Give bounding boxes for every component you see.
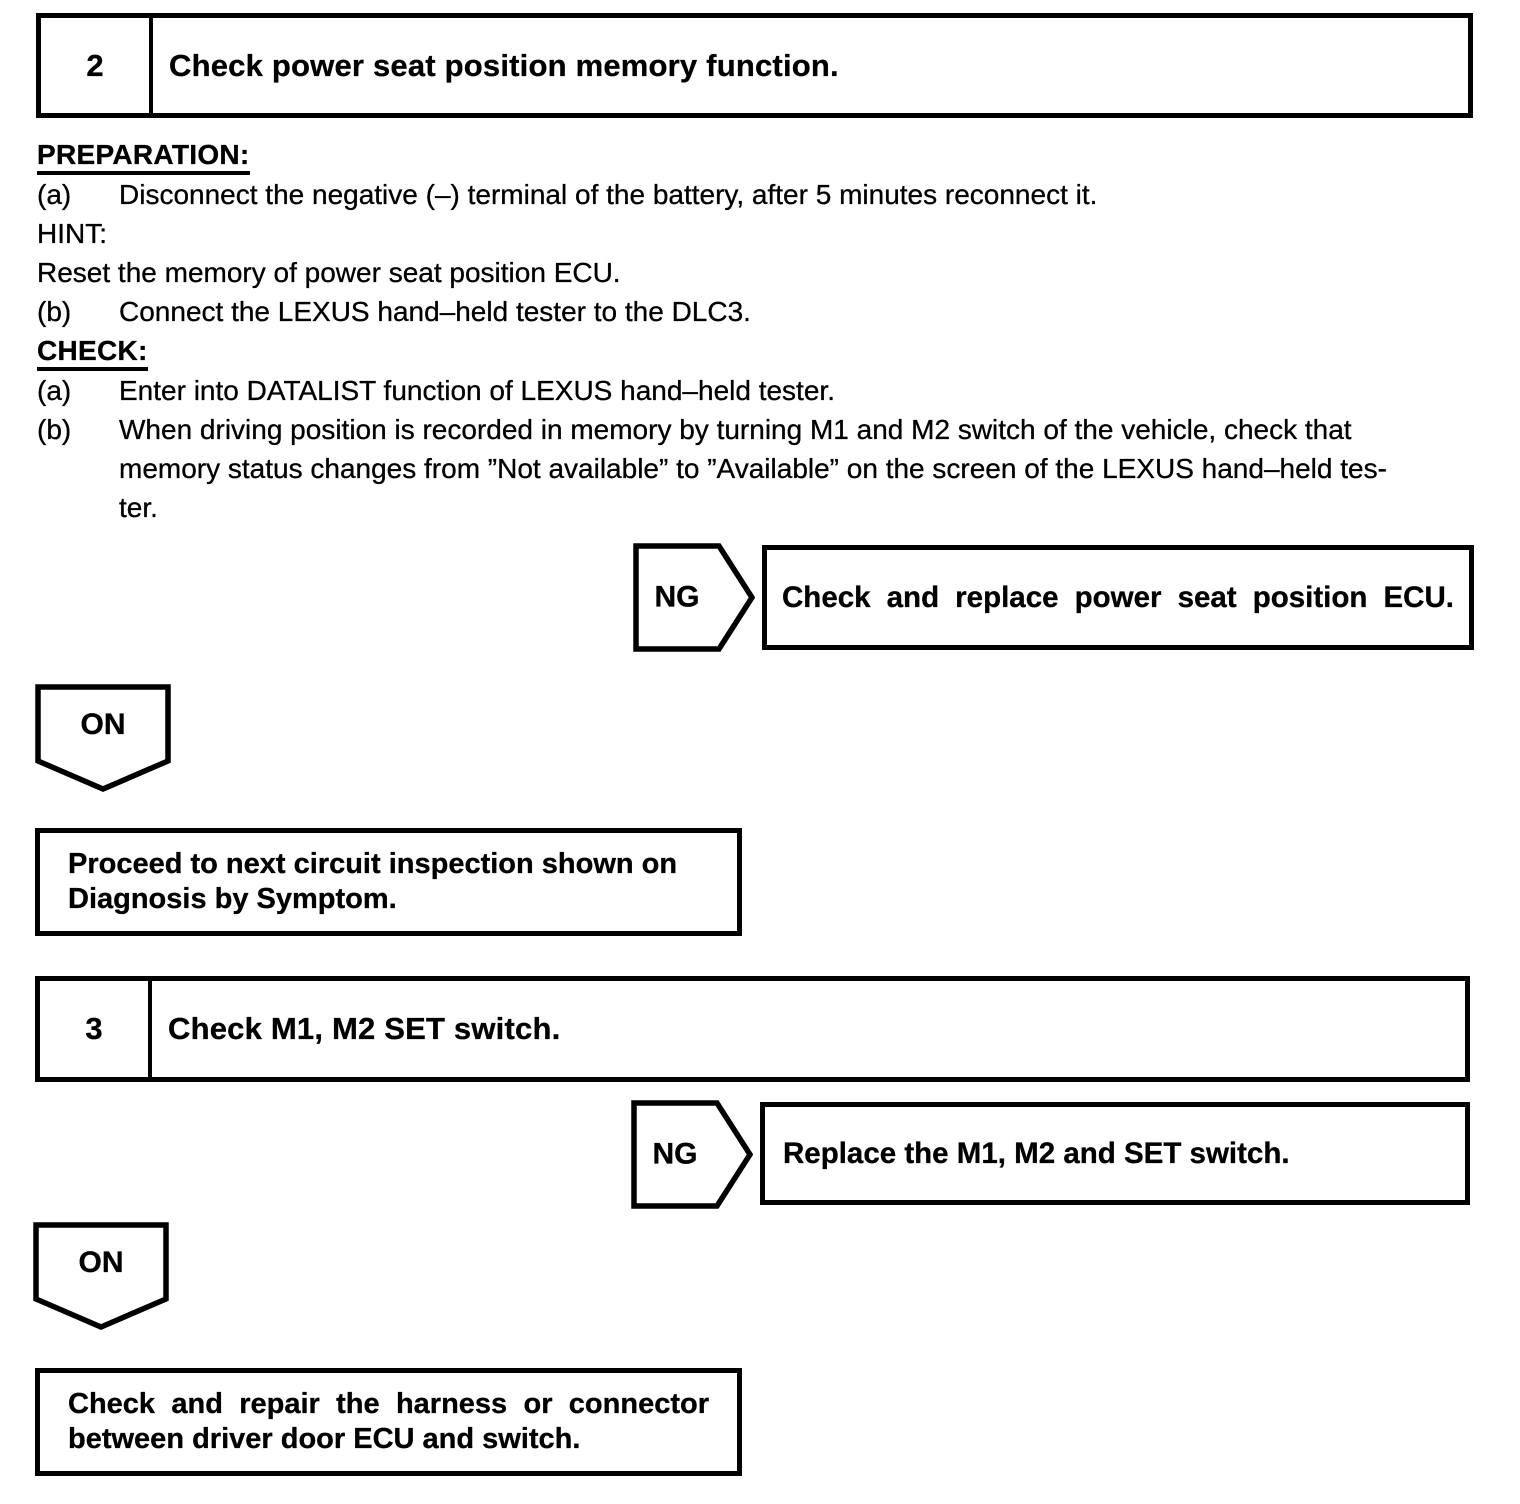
ng-arrow-icon xyxy=(633,543,755,652)
ng-label: NG xyxy=(654,579,700,613)
on-result-line-2: between driver door ECU and switch. xyxy=(68,1423,581,1455)
procedure-text: PREPARATION: (a) Disconnect the negative… xyxy=(37,135,1487,527)
list-text: ter. xyxy=(119,492,158,523)
ng-arrow-2: NG xyxy=(631,1100,753,1209)
preparation-step-a: (a) Disconnect the negative (–) terminal… xyxy=(37,175,1487,214)
list-text: memory status changes from ”Not availabl… xyxy=(119,453,1387,484)
check-step-b: (b) When driving position is recorded in… xyxy=(37,410,1487,449)
ng-result-text: Check and replace power seat position EC… xyxy=(782,580,1454,614)
on-result-box-2: Check and repair the harness or connecto… xyxy=(35,1368,742,1476)
list-marker: (a) xyxy=(37,375,72,406)
list-marker: (a) xyxy=(37,179,72,210)
preparation-heading: PREPARATION: xyxy=(37,139,250,175)
preparation-heading-line: PREPARATION: xyxy=(37,135,1487,175)
list-text: Disconnect the negative (–) terminal of … xyxy=(119,179,1098,210)
list-marker: (b) xyxy=(37,296,72,327)
on-arrow-icon xyxy=(33,1222,169,1330)
hint-label: HINT: xyxy=(37,214,1487,253)
step-2-box: 2 Check power seat position memory funct… xyxy=(36,13,1473,118)
ng-label: NG xyxy=(652,1136,698,1170)
list-text: Connect the LEXUS hand–held tester to th… xyxy=(119,296,751,327)
ng-result-text: Replace the M1, M2 and SET switch. xyxy=(783,1136,1290,1170)
preparation-step-b: (b) Connect the LEXUS hand–held tester t… xyxy=(37,292,1487,331)
check-step-b-continuation-2: ter. xyxy=(37,488,1487,527)
on-label: ON xyxy=(80,708,126,741)
list-text: Enter into DATALIST function of LEXUS ha… xyxy=(119,375,835,406)
ng-result-box-1: Check and replace power seat position EC… xyxy=(762,545,1474,650)
ng-arrow-1: NG xyxy=(633,543,755,652)
step-3-number: 3 xyxy=(40,981,152,1077)
check-heading-line: CHECK: xyxy=(37,331,1487,371)
on-result-line-1: Check and repair the harness or connecto… xyxy=(68,1388,709,1420)
hint-body: Reset the memory of power seat position … xyxy=(37,253,1487,292)
step-2-title: Check power seat position memory functio… xyxy=(169,47,839,83)
on-arrow-icon xyxy=(35,684,171,792)
check-step-b-continuation-1: memory status changes from ”Not availabl… xyxy=(37,449,1487,488)
list-text: When driving position is recorded in mem… xyxy=(119,414,1352,445)
on-label: ON xyxy=(78,1246,124,1279)
step-2-number: 2 xyxy=(41,18,153,113)
check-heading: CHECK: xyxy=(37,335,148,371)
ng-result-box-2: Replace the M1, M2 and SET switch. xyxy=(760,1102,1470,1205)
on-arrow-1: ON xyxy=(35,684,171,794)
on-result-line-1: Proceed to next circuit inspection shown… xyxy=(68,848,678,880)
hint-text: HINT: xyxy=(37,218,107,249)
step-3-box: 3 Check M1, M2 SET switch. xyxy=(35,976,1470,1082)
step-3-title: Check M1, M2 SET switch. xyxy=(168,1011,561,1046)
on-result-box-1: Proceed to next circuit inspection shown… xyxy=(35,828,742,936)
on-arrow-2: ON xyxy=(33,1222,169,1332)
ng-arrow-icon xyxy=(631,1100,753,1209)
list-marker: (b) xyxy=(37,414,72,445)
check-step-a: (a) Enter into DATALIST function of LEXU… xyxy=(37,371,1487,410)
hint-body-text: Reset the memory of power seat position … xyxy=(37,257,621,288)
on-result-line-2: Diagnosis by Symptom. xyxy=(68,883,397,915)
